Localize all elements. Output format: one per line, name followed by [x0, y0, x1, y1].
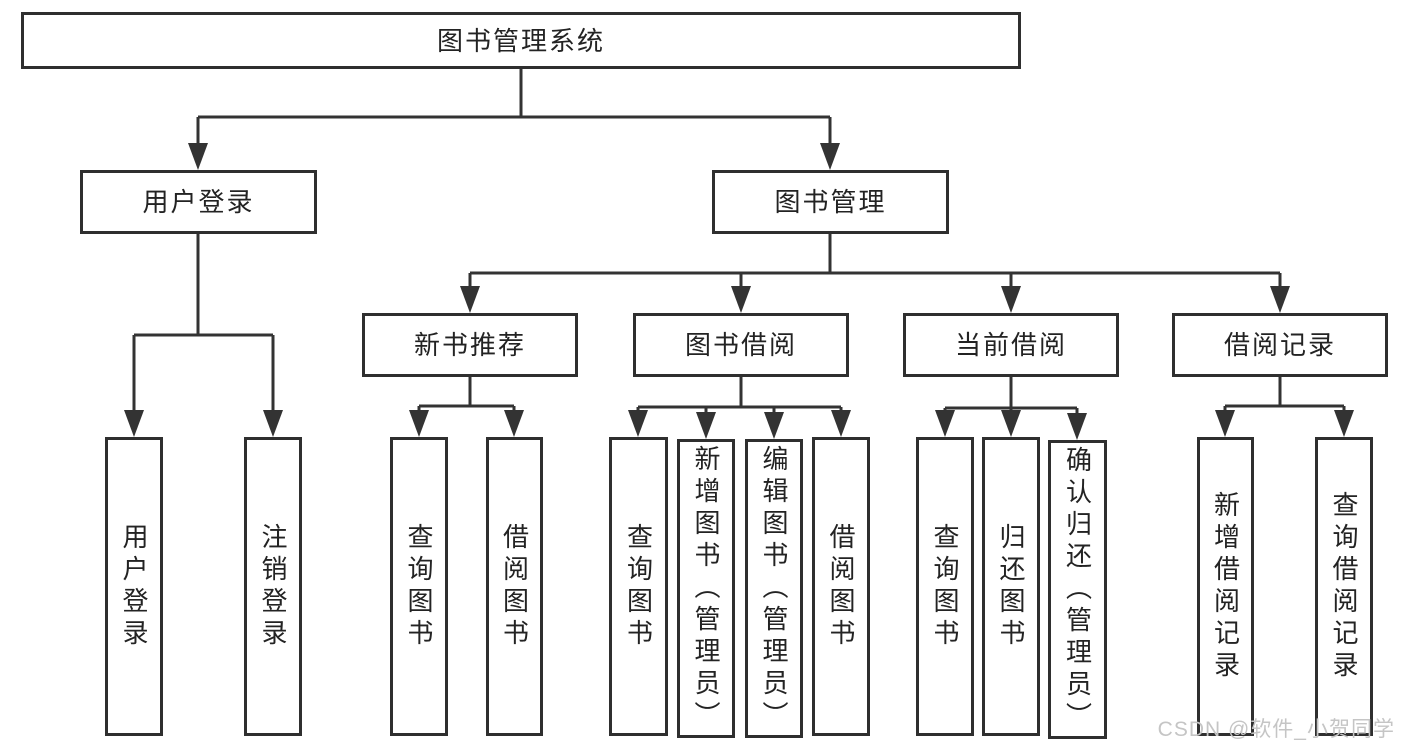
arrowhead-icon	[628, 410, 648, 437]
node-user-login: 用户登录	[80, 170, 317, 234]
arrowhead-icon	[696, 412, 716, 439]
arrowhead-icon	[1001, 286, 1021, 313]
arrowhead-icon	[1334, 410, 1354, 437]
node-query-books-borrow: 查询图书	[609, 437, 668, 736]
connector-path	[132, 234, 275, 427]
node-new-book-recommendation: 新书推荐	[362, 313, 578, 377]
node-label: 借阅记录	[1223, 330, 1336, 360]
node-borrow-books-recommend: 借阅图书	[486, 437, 543, 736]
arrowhead-icon	[1215, 410, 1235, 437]
arrowhead-icon	[124, 410, 144, 437]
node-label: 新增借阅记录	[1210, 490, 1241, 683]
arrowhead-icon	[460, 286, 480, 313]
node-label: 编辑图书（管理员）	[759, 444, 789, 733]
arrowhead-icon	[831, 410, 851, 437]
node-label: 图书管理	[774, 187, 887, 217]
arrowhead-icon	[764, 412, 784, 439]
node-book-borrowing: 图书借阅	[633, 313, 849, 377]
node-label: 借阅图书	[826, 522, 856, 651]
arrowhead-icon	[188, 143, 208, 170]
node-book-management: 图书管理	[712, 170, 949, 234]
node-label: 确认归还（管理员）	[1062, 445, 1093, 734]
node-current-borrowing: 当前借阅	[903, 313, 1119, 377]
node-add-borrow-record: 新增借阅记录	[1197, 437, 1254, 736]
arrowhead-icon	[1067, 413, 1087, 440]
node-label: 新增图书（管理员）	[691, 444, 721, 733]
arrowhead-icon	[263, 410, 283, 437]
node-edit-books-admin: 编辑图书（管理员）	[745, 439, 803, 738]
connector-path	[417, 377, 516, 427]
node-label: 用户登录	[119, 522, 149, 651]
node-label: 归还图书	[996, 522, 1026, 651]
node-confirm-return-admin: 确认归还（管理员）	[1048, 440, 1107, 739]
node-label: 用户登录	[142, 187, 255, 217]
node-user-login-action: 用户登录	[105, 437, 163, 736]
node-logout-action: 注销登录	[244, 437, 302, 736]
node-query-books-current: 查询图书	[916, 437, 974, 736]
arrowhead-icon	[820, 143, 840, 170]
node-borrowing-records: 借阅记录	[1172, 313, 1388, 377]
node-label: 查询图书	[404, 522, 434, 651]
node-label: 查询图书	[623, 522, 654, 651]
node-label: 借阅图书	[499, 522, 530, 651]
node-label: 注销登录	[258, 522, 288, 651]
node-library-management-system: 图书管理系统	[21, 12, 1021, 69]
watermark: CSDN @软件_小贺同学	[1157, 718, 1395, 741]
node-borrow-books-borrow: 借阅图书	[812, 437, 870, 736]
node-label: 查询图书	[930, 522, 960, 651]
node-label: 图书管理系统	[436, 25, 605, 56]
arrowhead-icon	[1270, 286, 1290, 313]
arrowhead-icon	[935, 410, 955, 437]
node-label: 新书推荐	[413, 330, 526, 360]
node-return-books: 归还图书	[982, 437, 1040, 736]
node-query-books-recommend: 查询图书	[390, 437, 448, 736]
node-query-borrow-record: 查询借阅记录	[1315, 437, 1373, 736]
arrowhead-icon	[409, 410, 429, 437]
node-label: 查询借阅记录	[1329, 490, 1359, 683]
node-add-books-admin: 新增图书（管理员）	[677, 439, 735, 738]
node-label: 当前借阅	[954, 330, 1067, 360]
arrowhead-icon	[504, 410, 524, 437]
connector-path	[1223, 377, 1346, 427]
node-label: 图书借阅	[684, 330, 797, 360]
arrowhead-icon	[1001, 410, 1021, 437]
connector-path	[196, 69, 832, 160]
arrowhead-icon	[731, 286, 751, 313]
